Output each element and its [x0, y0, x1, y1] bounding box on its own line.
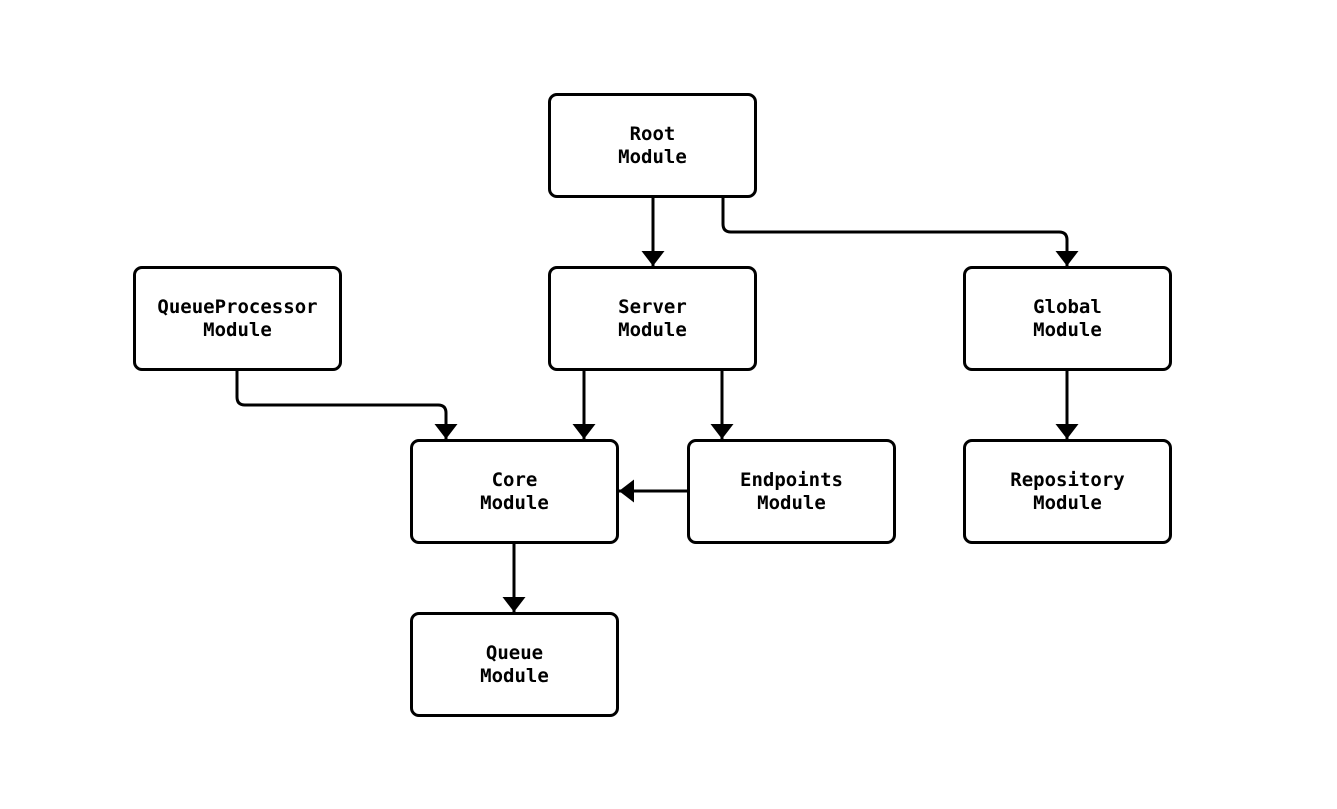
node-root-label: Root Module — [618, 122, 687, 168]
node-endpoints: Endpoints Module — [687, 439, 896, 544]
node-server-label: Server Module — [618, 295, 687, 341]
node-queueprocessor: QueueProcessor Module — [133, 266, 342, 371]
node-queue: Queue Module — [410, 612, 619, 717]
node-queue-label: Queue Module — [480, 641, 549, 687]
edge-root-to-global — [721, 198, 1079, 266]
node-global-label: Global Module — [1033, 295, 1102, 341]
node-root: Root Module — [548, 93, 757, 198]
node-core: Core Module — [410, 439, 619, 544]
node-core-label: Core Module — [480, 468, 549, 514]
edge-queueprocessor-to-core — [235, 371, 458, 439]
node-server: Server Module — [548, 266, 757, 371]
node-global: Global Module — [963, 266, 1172, 371]
node-repository: Repository Module — [963, 439, 1172, 544]
node-repository-label: Repository Module — [1010, 468, 1125, 514]
node-endpoints-label: Endpoints Module — [740, 468, 843, 514]
node-queueprocessor-label: QueueProcessor Module — [157, 295, 318, 341]
